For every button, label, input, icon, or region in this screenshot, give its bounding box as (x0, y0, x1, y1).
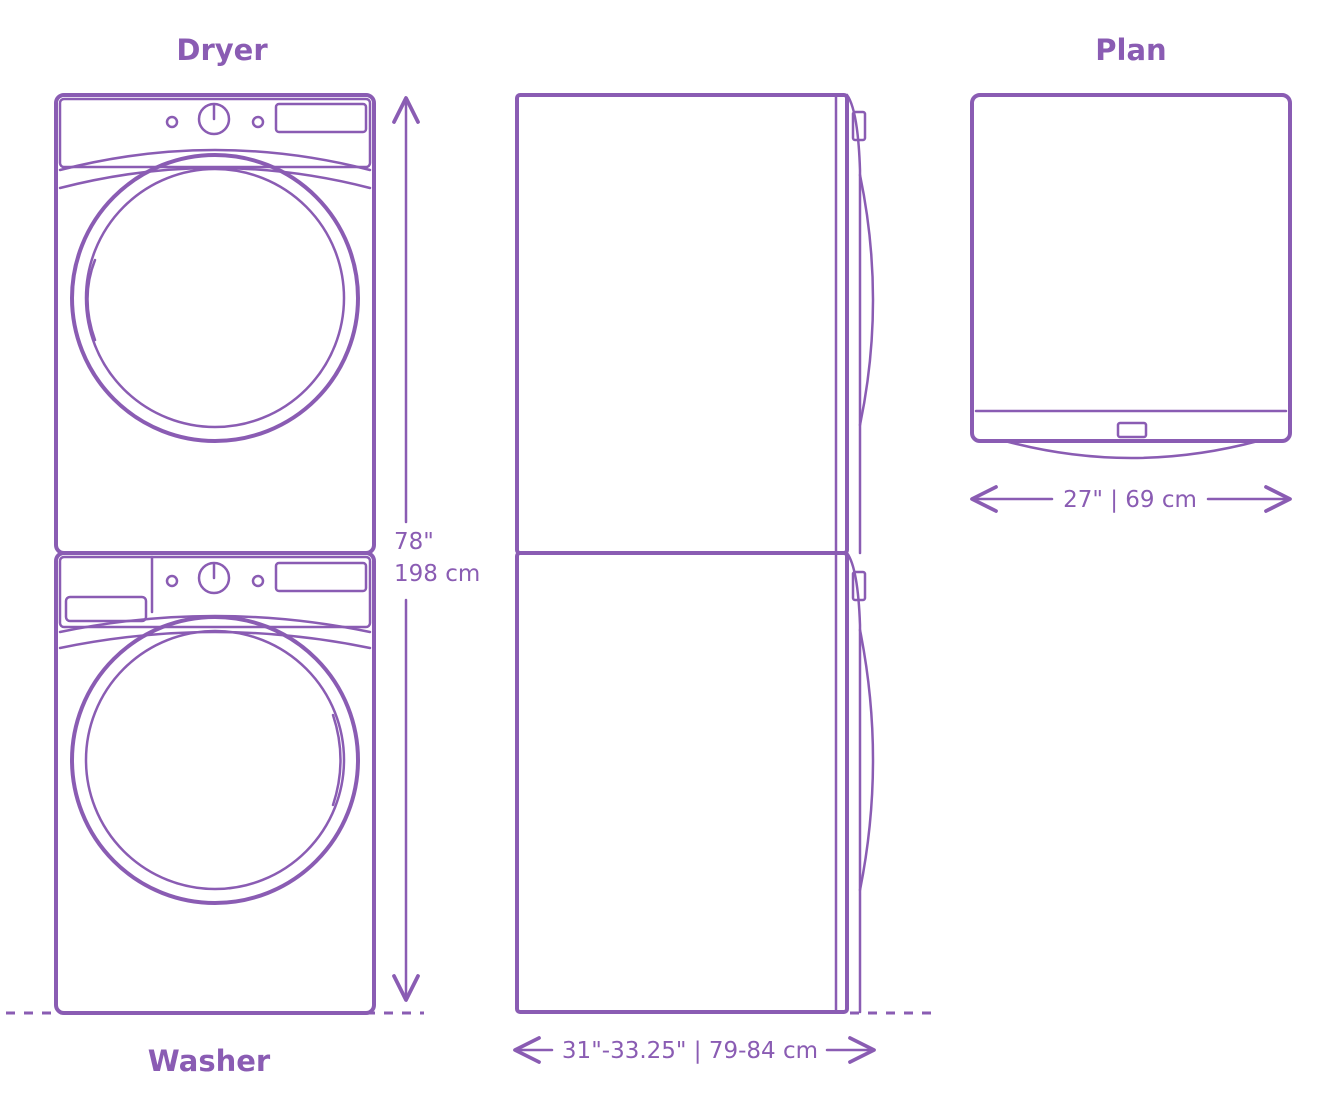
width-dimension: 27" | 69 cm (970, 485, 1292, 513)
height-dimension: 78" 198 cm (392, 96, 480, 1002)
dryer-label: Dryer (176, 33, 268, 67)
washer-front-view (54, 551, 376, 1015)
dryer-front-view (54, 93, 376, 555)
plan-label: Plan (1095, 33, 1166, 67)
width-label: 27" | 69 cm (1063, 487, 1197, 513)
plan-view (970, 93, 1292, 460)
washer-label: Washer (148, 1044, 271, 1078)
height-cm-label: 198 cm (394, 561, 480, 587)
depth-label: 31"-33.25" | 79-84 cm (562, 1038, 818, 1064)
height-inches-label: 78" (394, 529, 434, 555)
depth-dimension: 31"-33.25" | 79-84 cm (513, 1036, 876, 1064)
side-view (515, 93, 875, 1014)
